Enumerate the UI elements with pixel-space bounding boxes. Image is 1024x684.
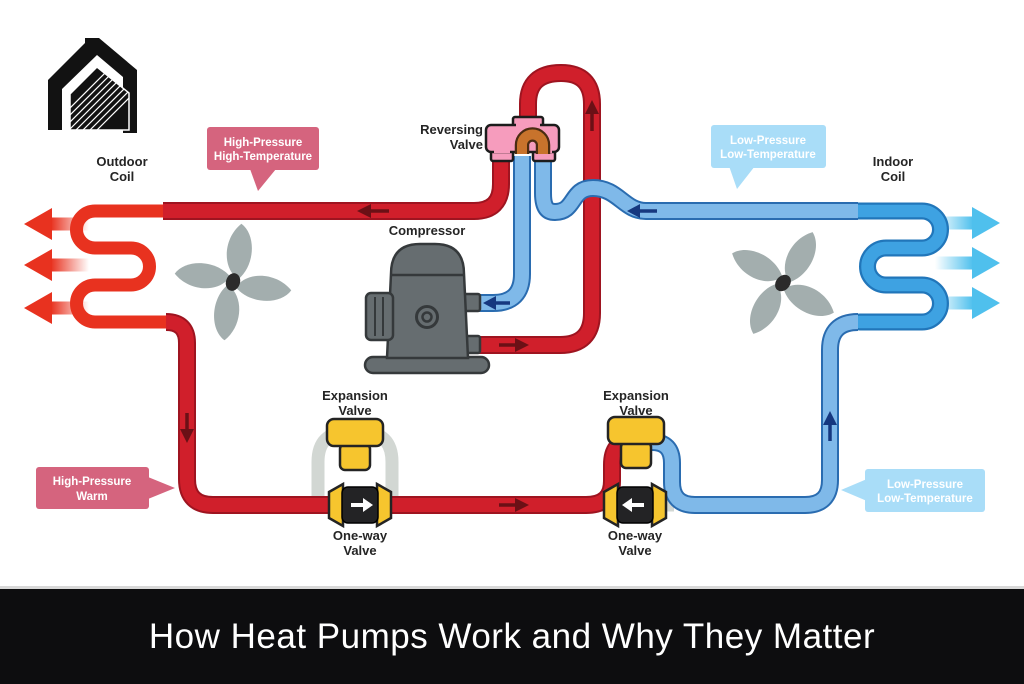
svg-text:Low-Pressure: Low-Pressure [730, 135, 806, 147]
indoor-fan [732, 232, 834, 334]
cold-line-indoor-coil-to-valve [534, 156, 858, 221]
title-bar: How Heat Pumps Work and Why They Matter [0, 589, 1024, 684]
one-way-valve-right [602, 481, 668, 529]
flow-arrow-up [823, 411, 837, 441]
svg-text:Indoor: Indoor [873, 154, 913, 169]
outdoor-coil [70, 204, 177, 329]
page-title: How Heat Pumps Work and Why They Matter [148, 616, 876, 656]
hot-line-discharge-to-reversing-valve [479, 64, 601, 354]
flow-arrow-left [627, 204, 657, 218]
expansion-valve-left [325, 417, 385, 472]
label-outdoor-coil: Outdoor Coil [96, 154, 147, 184]
svg-text:Outdoor: Outdoor [96, 154, 147, 169]
cold-line-expansion-to-indoor-coil [651, 313, 859, 514]
svg-text:Valve: Valve [618, 543, 651, 558]
label-reversing-valve: Reversing Valve [420, 122, 483, 152]
svg-text:One-way: One-way [608, 528, 663, 543]
label-expansion-valve-right: Expansion Valve [603, 388, 669, 418]
svg-text:Compressor: Compressor [389, 223, 466, 238]
indoor-coil [849, 202, 949, 331]
expansion-valve-right [606, 415, 666, 470]
label-indoor-coil: Indoor Coil [873, 154, 913, 184]
callout-high-pressure-warm: High-Pressure Warm [36, 467, 175, 509]
svg-text:Valve: Valve [343, 543, 376, 558]
compressor-terminal-box [364, 291, 395, 342]
svg-text:Warm: Warm [76, 491, 108, 503]
one-way-valve-left [327, 481, 393, 529]
compressor-base [363, 355, 491, 375]
flow-arrow-left [483, 296, 510, 310]
svg-text:High-Pressure: High-Pressure [224, 137, 303, 149]
heat-pump-diagram-canvas: High-Pressure High-Temperature Low-Press… [24, 38, 1000, 558]
svg-text:Low-Pressure: Low-Pressure [887, 479, 963, 491]
callout-low-pressure-low-temp-bottom: Low-Pressure Low-Temperature [841, 469, 985, 512]
compressor [363, 242, 491, 375]
svg-text:Low-Temperature: Low-Temperature [720, 149, 816, 161]
flow-arrow-up [585, 100, 599, 131]
label-compressor: Compressor [389, 223, 466, 238]
compressor-body [385, 242, 470, 360]
divider-line [0, 586, 1024, 589]
label-one-way-valve-right: One-way Valve [608, 528, 663, 558]
label-expansion-valve-left: Expansion Valve [322, 388, 388, 418]
logo-hatching [70, 67, 129, 130]
callout-high-pressure-high-temp: High-Pressure High-Temperature [207, 127, 319, 191]
left-arrow-icon [622, 498, 644, 512]
hot-line-coil-to-expansion [165, 313, 640, 514]
house-logo [48, 38, 137, 133]
svg-text:Reversing: Reversing [420, 122, 483, 137]
svg-text:High-Temperature: High-Temperature [214, 151, 312, 163]
cold-flow-arrows [483, 204, 837, 441]
hot-flow-arrows [180, 100, 599, 512]
svg-text:Valve: Valve [619, 403, 652, 418]
svg-text:Valve: Valve [338, 403, 371, 418]
svg-text:Valve: Valve [450, 137, 483, 152]
svg-text:Coil: Coil [881, 169, 906, 184]
right-arrow-icon [351, 498, 373, 512]
hot-air-arrow [24, 249, 89, 281]
svg-text:One-way: One-way [333, 528, 388, 543]
cold-air-arrow [935, 247, 1000, 279]
diagram-area: High-Pressure High-Temperature Low-Press… [24, 38, 1000, 558]
callout-low-pressure-low-temp-top: Low-Pressure Low-Temperature [711, 125, 826, 189]
reversing-valve [484, 115, 561, 163]
svg-text:High-Pressure: High-Pressure [53, 476, 132, 488]
svg-text:Low-Temperature: Low-Temperature [877, 493, 973, 505]
flow-arrow-right [499, 338, 529, 352]
flow-arrow-right [499, 498, 529, 512]
outdoor-fan [174, 223, 292, 341]
svg-text:Coil: Coil [110, 169, 135, 184]
label-one-way-valve-left: One-way Valve [333, 528, 388, 558]
svg-text:Expansion: Expansion [322, 388, 388, 403]
flow-arrow-down [180, 413, 194, 443]
flow-arrow-left [357, 204, 389, 218]
svg-text:Expansion: Expansion [603, 388, 669, 403]
